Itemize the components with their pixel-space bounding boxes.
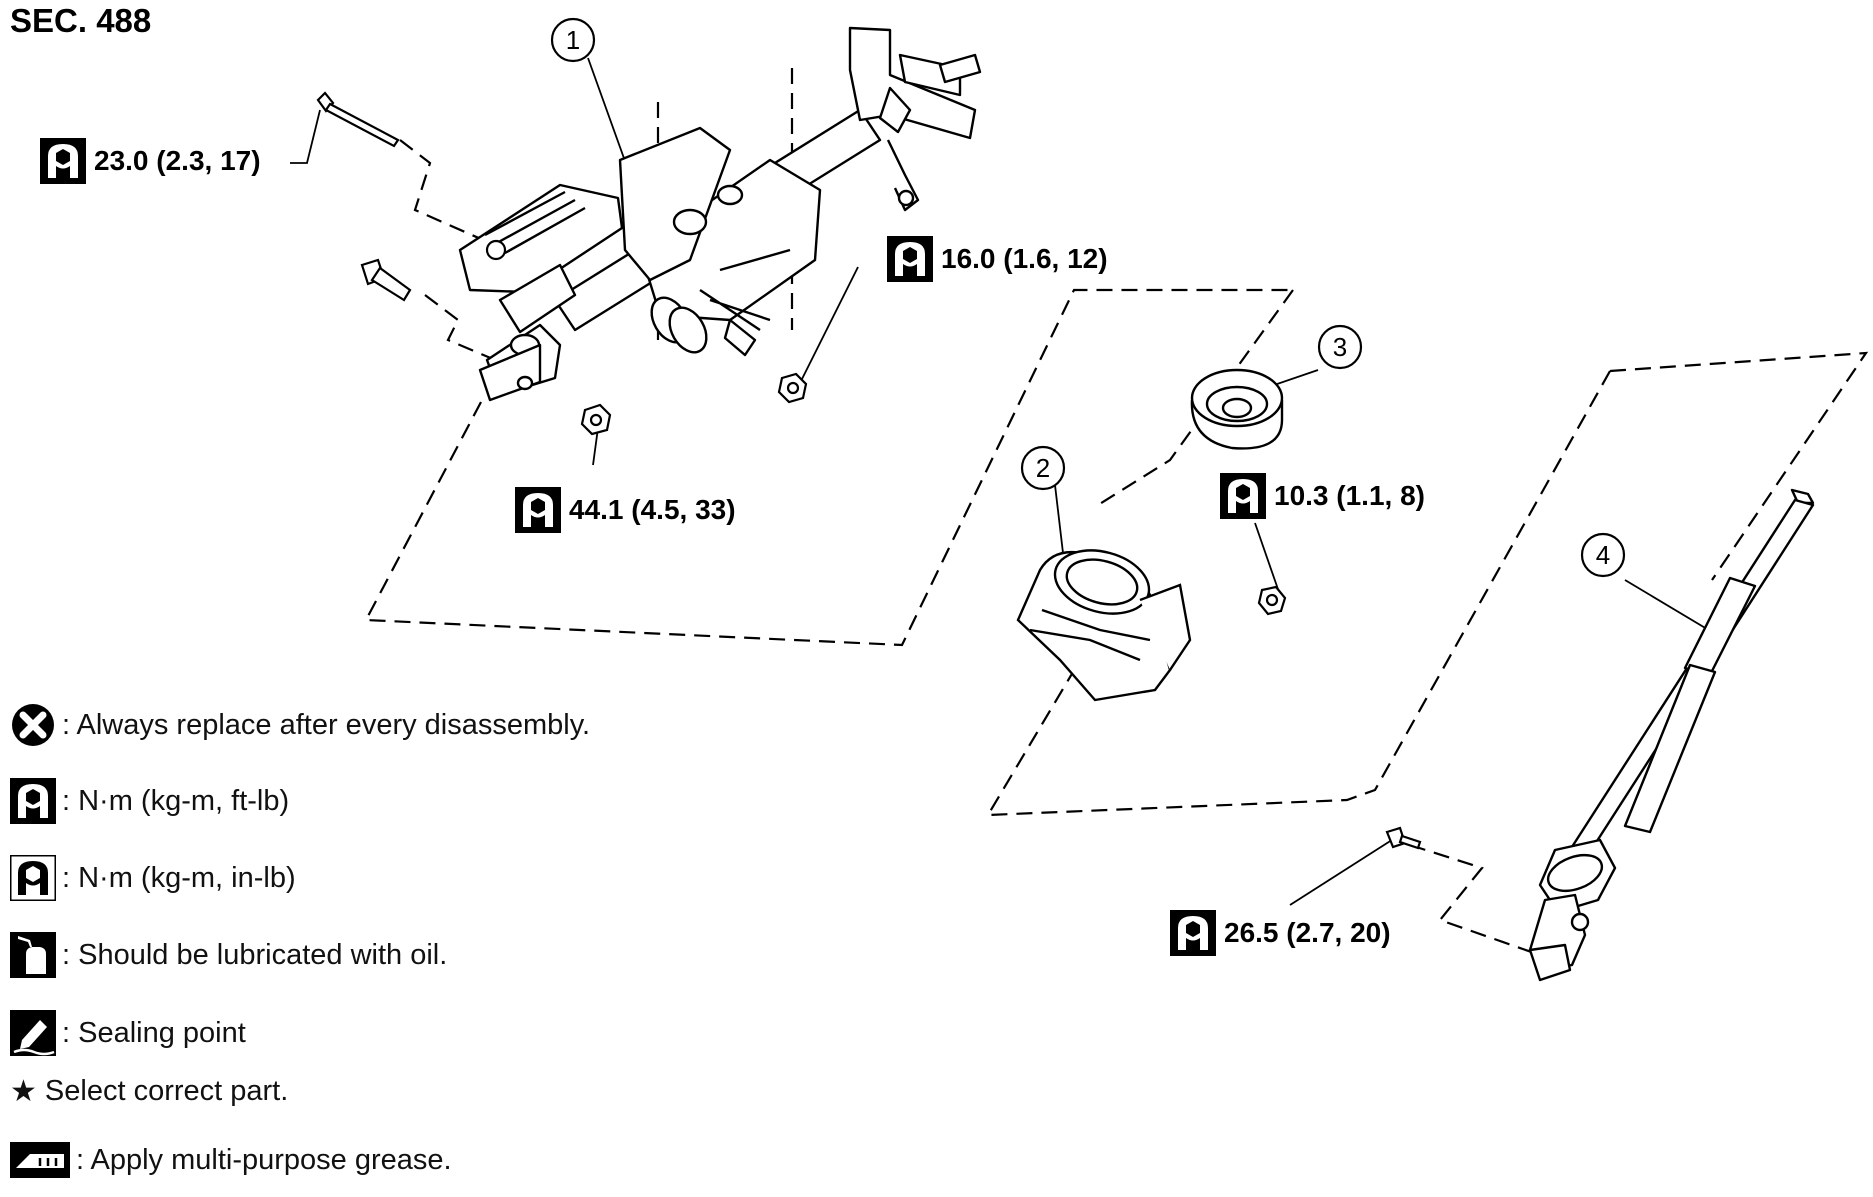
torque-inlb-icon xyxy=(10,855,56,901)
sealing-point-icon xyxy=(10,1010,56,1056)
legend-select-part: ★ Select correct part. xyxy=(10,1075,289,1108)
bolt-23 xyxy=(316,91,507,261)
callouts: 1 2 3 4 xyxy=(550,17,1626,578)
oil-can-icon xyxy=(10,932,56,978)
svg-text:3: 3 xyxy=(1333,332,1347,362)
callout-3: 3 xyxy=(1317,324,1363,370)
column-hole-cover xyxy=(1016,549,1192,702)
torque-wrench-icon xyxy=(1170,910,1216,956)
torque-value: 23.0 (2.3, 17) xyxy=(94,145,261,176)
torque-wrench-icon xyxy=(1220,473,1266,519)
steering-column-assembly xyxy=(458,26,982,402)
torque-ftlb-icon xyxy=(10,778,56,824)
torque-wrench-icon xyxy=(887,236,933,282)
nut-16 xyxy=(777,372,808,404)
torque-spec-23: 23.0 (2.3, 17) xyxy=(40,138,261,184)
section-title: SEC. 488 xyxy=(10,2,152,39)
grease-gun-icon xyxy=(10,1142,70,1178)
torque-value: 16.0 (1.6, 12) xyxy=(941,243,1108,274)
nut-44 xyxy=(580,403,612,436)
torque-wrench-icon xyxy=(515,487,561,533)
legend-grease: : Apply multi-purpose grease. xyxy=(10,1142,452,1178)
torque-value: 26.5 (2.7, 20) xyxy=(1224,917,1391,948)
pin-bolt xyxy=(360,258,412,302)
callout-1: 1 xyxy=(550,17,596,63)
torque-wrench-icon xyxy=(40,138,86,184)
svg-text:4: 4 xyxy=(1596,540,1610,570)
torque-value: 10.3 (1.1, 8) xyxy=(1274,480,1425,511)
star-icon: ★ xyxy=(10,1075,37,1108)
legend-torque-ftlb: : N·m (kg-m, ft-lb) xyxy=(10,778,289,824)
svg-text:1: 1 xyxy=(566,25,580,55)
legend-sealing: : Sealing point xyxy=(10,1010,246,1056)
legend-always-replace: : Always replace after every disassembly… xyxy=(10,702,590,748)
torque-spec-26: 26.5 (2.7, 20) xyxy=(1170,910,1391,956)
legend-torque-inlb: : N·m (kg-m, in-lb) xyxy=(10,855,296,901)
bolt-26 xyxy=(1385,826,1422,850)
always-replace-icon xyxy=(12,704,54,746)
torque-spec-16: 16.0 (1.6, 12) xyxy=(887,236,1108,282)
nut-10 xyxy=(1257,585,1287,616)
callout-2: 2 xyxy=(1020,445,1066,491)
legend-oil: : Should be lubricated with oil. xyxy=(10,932,447,978)
svg-text:2: 2 xyxy=(1036,453,1050,483)
torque-spec-10: 10.3 (1.1, 8) xyxy=(1220,473,1425,519)
torque-spec-44: 44.1 (4.5, 33) xyxy=(515,487,736,533)
hole-cover-seal xyxy=(1190,368,1284,450)
torque-value: 44.1 (4.5, 33) xyxy=(569,494,736,525)
lower-shaft-assembly xyxy=(1528,488,1815,982)
callout-4: 4 xyxy=(1580,532,1626,578)
leader-lines xyxy=(290,57,1713,906)
